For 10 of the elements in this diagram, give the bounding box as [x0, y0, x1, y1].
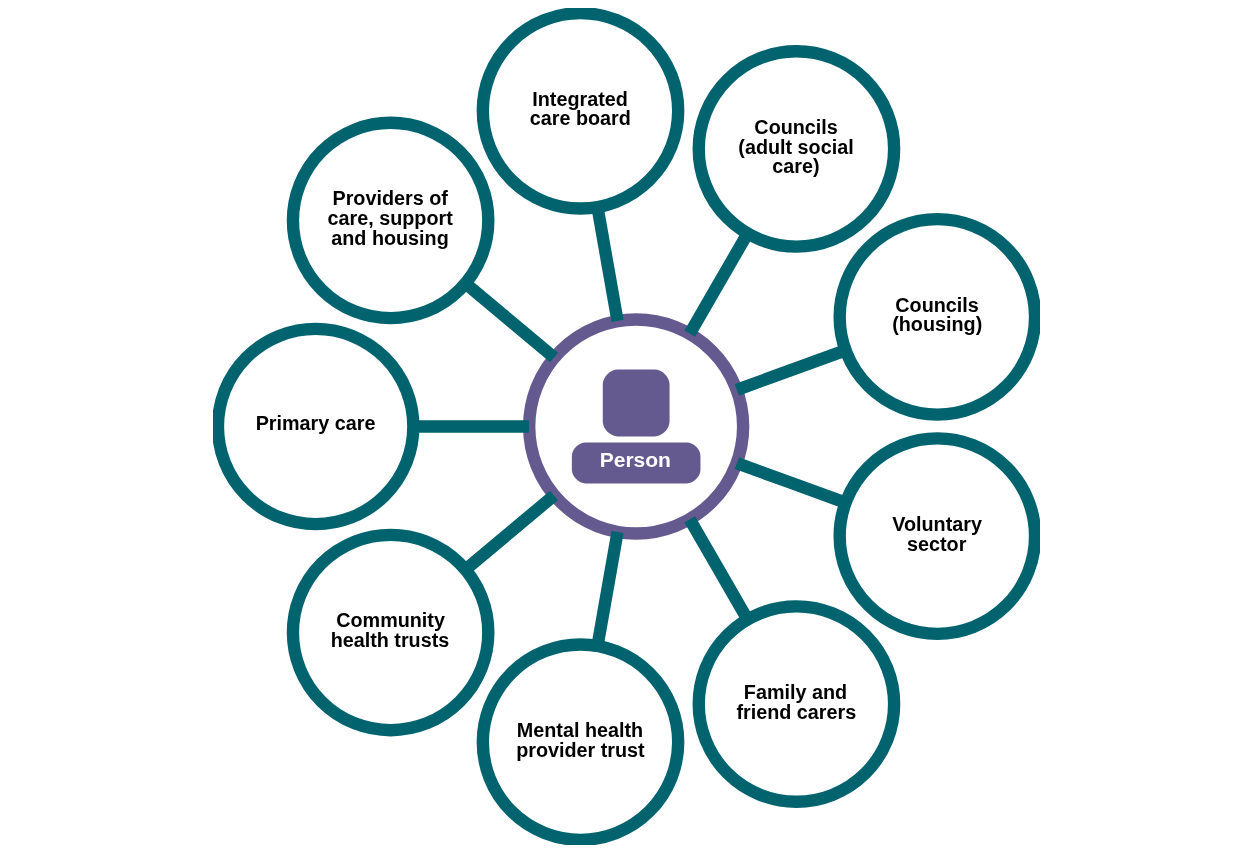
- node-circle: Community health trusts: [286, 528, 495, 737]
- node-circle: Providers of care, support and housing: [286, 116, 495, 325]
- node-circle: Councils (housing): [833, 213, 1040, 421]
- node-circle: Voluntary sector: [833, 432, 1040, 640]
- node-circle: Integrated care board: [476, 8, 685, 215]
- node-circle: Mental health provider trust: [476, 638, 685, 845]
- node-circle: Primary care: [213, 322, 420, 531]
- node-circle: Family and friend carers: [692, 600, 901, 808]
- node-circle: Councils (adult social care): [692, 45, 901, 253]
- node-circle: Person: [523, 313, 750, 540]
